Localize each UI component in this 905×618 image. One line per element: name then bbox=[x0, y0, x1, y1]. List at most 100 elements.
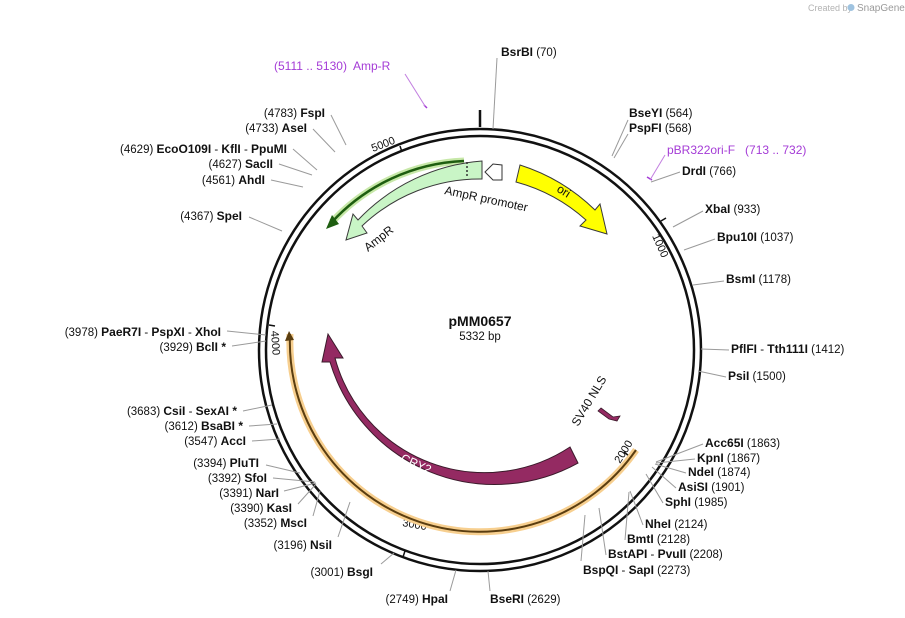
site-leader-asei bbox=[312, 128, 336, 153]
site-label-nsii[interactable]: (3196) NsiI bbox=[274, 538, 332, 552]
plasmid-size: 5332 bp bbox=[459, 331, 501, 343]
site-label-pflfi[interactable]: PflFI - Tth111I (1412) bbox=[731, 342, 845, 356]
site-leader-bspqi bbox=[580, 514, 586, 562]
ampr-label: AmpR bbox=[361, 223, 396, 255]
site-label-bseyi[interactable]: BseYI (564) bbox=[629, 106, 693, 120]
site-leader-assi bbox=[651, 466, 677, 489]
site-label-bsrbi[interactable]: BsrBI (70) bbox=[501, 45, 557, 59]
site-label-part: - bbox=[211, 144, 221, 156]
site-label-paer7i[interactable]: (3978) PaeR7I - PspXI - XhoI bbox=[65, 325, 221, 339]
site-label-acc65i[interactable]: Acc65I (1863) bbox=[705, 436, 780, 450]
plasmid-name: pMM0657 bbox=[448, 313, 511, 329]
site-label-pspfi[interactable]: PspFI (568) bbox=[629, 121, 692, 135]
site-label-bsabi[interactable]: (3612) BsaBI * bbox=[165, 419, 244, 433]
sv40-nls-label: SV40 NLS bbox=[569, 373, 610, 428]
site-label-nhei[interactable]: NheI (2124) bbox=[645, 517, 708, 531]
site-label-kpni[interactable]: KpnI (1867) bbox=[697, 451, 760, 465]
site-label-part: - bbox=[241, 144, 251, 156]
site-label-spei[interactable]: (4367) SpeI bbox=[180, 209, 242, 223]
site-label-part: (766) bbox=[706, 166, 736, 178]
site-label-part: - bbox=[141, 327, 151, 339]
site-label-part: AhdI bbox=[238, 173, 265, 187]
site-label-bmti[interactable]: BmtI (2128) bbox=[627, 532, 690, 546]
site-label-part: XbaI bbox=[705, 202, 730, 216]
site-label-bspqi[interactable]: BspQI - SapI (2273) bbox=[583, 563, 691, 577]
site-leader-drdi bbox=[650, 171, 681, 183]
site-label-sphi[interactable]: SphI (1985) bbox=[665, 495, 728, 509]
site-label-ndei[interactable]: NdeI (1874) bbox=[688, 465, 751, 479]
site-label-part: (3978) bbox=[65, 327, 101, 339]
site-label-bseri[interactable]: BseRI (2629) bbox=[490, 592, 561, 606]
site-label-bsgi[interactable]: (3001) BsgI bbox=[311, 565, 373, 579]
site-label-ahdi[interactable]: (4561) AhdI bbox=[202, 173, 265, 187]
site-label-part: HpaI bbox=[422, 592, 448, 606]
site-label-part: PluTI bbox=[230, 456, 259, 470]
site-label-part: - bbox=[185, 327, 195, 339]
site-leader-csii bbox=[242, 404, 273, 412]
site-label-kasi[interactable]: (3390) KasI bbox=[230, 501, 292, 515]
site-label-part: (933) bbox=[730, 204, 760, 216]
site-label-part: (4783) bbox=[264, 108, 300, 120]
amp-r-primer-arrowhead bbox=[326, 215, 339, 229]
site-label-asei[interactable]: (4733) AseI bbox=[245, 121, 307, 135]
site-label-part: (3390) bbox=[230, 503, 266, 515]
site-label-part: SacII bbox=[245, 157, 273, 171]
site-label-part: (3929) bbox=[160, 342, 196, 354]
site-label-part: (3683) bbox=[127, 406, 163, 418]
site-label-sfoi[interactable]: (3392) SfoI bbox=[208, 471, 267, 485]
site-label-part: * bbox=[235, 419, 243, 433]
site-label-bsmi[interactable]: BsmI (1178) bbox=[726, 272, 791, 286]
site-label-drdi[interactable]: DrdI (766) bbox=[682, 164, 736, 178]
site-label-part: AseI bbox=[282, 121, 307, 135]
site-label-part: (1985) bbox=[691, 497, 728, 509]
site-label-sacii[interactable]: (4627) SacII bbox=[209, 157, 273, 171]
site-label-fspi[interactable]: (4783) FspI bbox=[264, 106, 325, 120]
site-label-part: PspFI bbox=[629, 121, 662, 135]
tick-mark-1000 bbox=[660, 217, 667, 222]
site-label-part: (4561) bbox=[202, 175, 238, 187]
site-leader-spei bbox=[248, 216, 283, 232]
site-label-bpu10i[interactable]: Bpu10I (1037) bbox=[717, 230, 794, 244]
site-label-part: KpnI bbox=[697, 451, 724, 465]
site-label-part: (1037) bbox=[757, 232, 794, 244]
site-leader-bsrbi bbox=[492, 57, 498, 130]
amp-r-primer-range: (5111 .. 5130) bbox=[274, 59, 347, 73]
site-label-pluti[interactable]: (3394) PluTI bbox=[193, 456, 259, 470]
site-leader-bsgi bbox=[380, 552, 395, 565]
site-label-hpai[interactable]: (2749) HpaI bbox=[386, 592, 448, 606]
ampr-feature-arrow bbox=[345, 160, 483, 241]
credit-prefix: Created by bbox=[808, 3, 853, 13]
site-leader-bstapi bbox=[598, 507, 607, 556]
site-label-csii[interactable]: (3683) CsiI - SexAI * bbox=[127, 404, 237, 418]
backbone-inner-strand bbox=[264, 134, 696, 566]
site-label-eco0109i[interactable]: (4629) EcoO109I - KflI - PpuMI bbox=[120, 142, 287, 156]
site-label-bcli[interactable]: (3929) BclI * bbox=[160, 340, 227, 354]
site-label-part: * bbox=[229, 404, 237, 418]
site-leader-sphi bbox=[645, 473, 664, 504]
site-label-bstapi[interactable]: BstAPI - PvuII (2208) bbox=[608, 547, 723, 561]
site-label-part: BsgI bbox=[347, 565, 373, 579]
site-label-acci[interactable]: (3547) AccI bbox=[184, 434, 246, 448]
site-leader-bseri bbox=[487, 570, 491, 592]
site-leader-pflfi bbox=[700, 348, 730, 351]
site-label-msci[interactable]: (3352) MscI bbox=[244, 516, 307, 530]
site-label-part: (2749) bbox=[386, 594, 422, 606]
ori-label: ori bbox=[554, 182, 573, 201]
site-leader-eco0109i bbox=[292, 148, 318, 171]
site-label-part: (3612) bbox=[165, 421, 201, 433]
site-leader-xbai bbox=[672, 210, 704, 228]
sv40-nls-arrow bbox=[597, 407, 621, 422]
site-label-part: BseRI bbox=[490, 592, 524, 606]
site-label-assi[interactable]: AsiSI (1901) bbox=[678, 480, 745, 494]
site-label-psii[interactable]: PsiI (1500) bbox=[728, 369, 786, 383]
tick-mark-3000 bbox=[402, 550, 406, 558]
site-label-xbai[interactable]: XbaI (933) bbox=[705, 202, 761, 216]
site-label-part: (2124) bbox=[671, 519, 708, 531]
pbr322ori-f-primer-label: pBR322ori-F(713 .. 732) bbox=[667, 143, 806, 157]
site-label-part: NarI bbox=[256, 486, 279, 500]
site-label-nari[interactable]: (3391) NarI bbox=[219, 486, 279, 500]
pbr322ori-f-primer-name: pBR322ori-F bbox=[667, 143, 735, 157]
amp-r-primer-leader bbox=[404, 73, 426, 107]
site-label-part: KflI bbox=[221, 142, 240, 156]
